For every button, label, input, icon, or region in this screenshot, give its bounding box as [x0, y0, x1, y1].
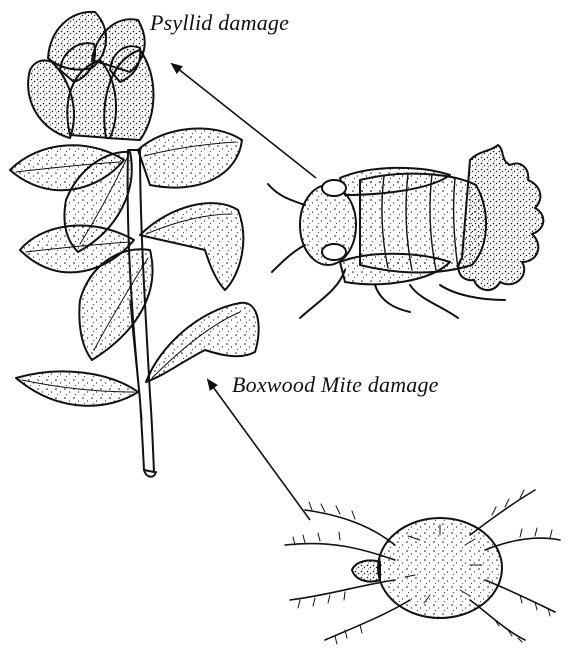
boxwood-mite-damage-label: Boxwood Mite damage [232, 372, 439, 398]
psyllid-damage-label: Psyllid damage [150, 10, 289, 36]
boxwood-branch-illustration [10, 12, 259, 477]
psyllid-nymph-illustration [268, 145, 543, 318]
boxwood-mite-illustration [285, 490, 560, 644]
mite-arrow [208, 380, 310, 520]
